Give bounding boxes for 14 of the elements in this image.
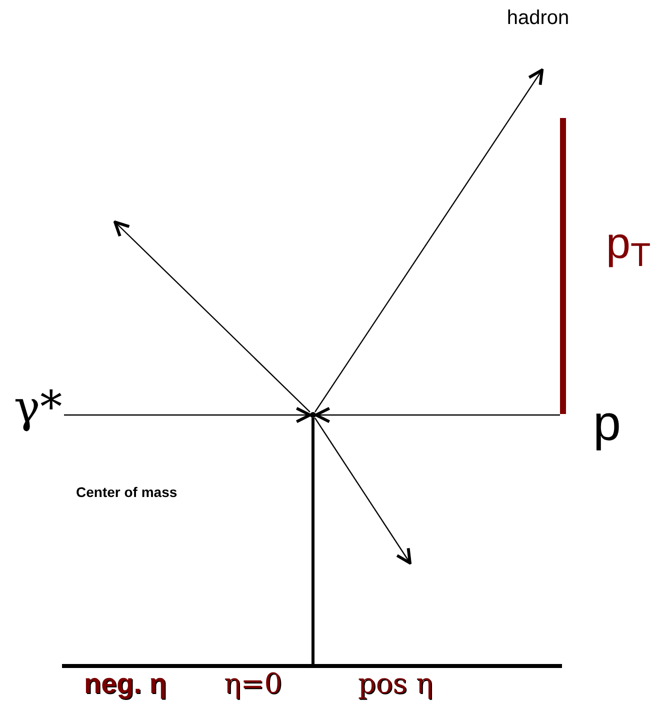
particle-label: p: [583, 392, 631, 454]
axis-label: η=0: [224, 670, 282, 698]
particle-label: γ*: [12, 380, 64, 436]
arrow: [64, 406, 312, 424]
particle-label: hadron: [496, 8, 580, 70]
caption-text: Center of mass: [76, 483, 178, 502]
axis-label: pos η: [358, 670, 433, 698]
vertex-point: [310, 412, 316, 418]
arrow: [314, 418, 412, 564]
arrow: [314, 406, 560, 424]
axis-label: neg. η: [84, 670, 166, 698]
arrow: [114, 220, 310, 412]
arrow: [314, 68, 544, 412]
axis-label: p$_{T}$: [606, 222, 651, 266]
